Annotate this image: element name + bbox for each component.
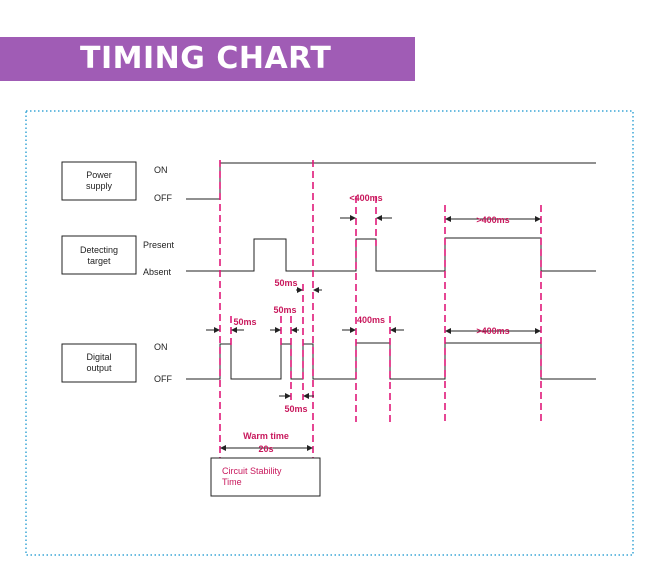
diagram-frame [25, 110, 634, 556]
output-signal [186, 342, 596, 380]
detect-label-line1: Detecting [80, 245, 118, 255]
detecting-target-box: Detecting target [61, 235, 137, 275]
detect-signal [186, 237, 596, 272]
warm-time-value: 20s [258, 444, 273, 454]
ms50-mid-label: 50ms [273, 305, 296, 315]
power-on-label: ON [154, 165, 168, 175]
output-label-line2: output [86, 363, 112, 373]
stability-label-line1: Circuit Stability [222, 466, 282, 476]
gt400ms-top-label: >400ms [476, 215, 509, 225]
power-label-line2: supply [86, 181, 113, 191]
output-label-line1: Digital [86, 352, 111, 362]
gt400ms-out-label: >400ms [476, 326, 509, 336]
ms400-label: 400ms [357, 315, 385, 325]
circuit-stability-box: Circuit Stability Time [210, 457, 321, 497]
detect-present-label: Present [143, 240, 175, 250]
output-off-label: OFF [154, 374, 172, 384]
dimension-arrows [206, 215, 541, 451]
digital-output-box: Digital output [61, 343, 137, 383]
ms50-bottom-label: 50ms [284, 404, 307, 414]
timing-markers [219, 160, 542, 458]
power-label-line1: Power [86, 170, 112, 180]
power-signal [186, 162, 596, 200]
detect-label-line2: target [87, 256, 111, 266]
stability-label-line2: Time [222, 477, 242, 487]
ms50-top-label: 50ms [274, 278, 297, 288]
title-banner: TIMING CHART [0, 37, 415, 81]
detect-absent-label: Absent [143, 267, 172, 277]
output-on-label: ON [154, 342, 168, 352]
power-off-label: OFF [154, 193, 172, 203]
power-supply-box: Power supply [61, 161, 137, 201]
page-title: TIMING CHART [80, 41, 332, 76]
lt400ms-label: <400ms [349, 193, 382, 203]
ms50-left-label: 50ms [233, 317, 256, 327]
warm-time-label: Warm time [243, 431, 289, 441]
